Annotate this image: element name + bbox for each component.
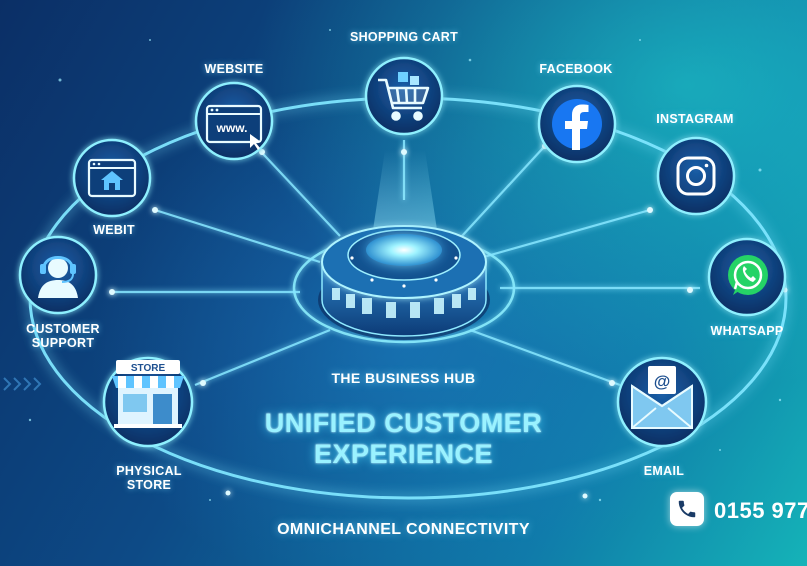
chevron-arrows-icon [3, 377, 42, 391]
label-physical-store-line1: PHYSICAL [116, 464, 182, 478]
browser-www-icon: www. [205, 104, 263, 150]
headline: UNIFIED CUSTOMER EXPERIENCE [0, 408, 807, 470]
facebook-icon [552, 99, 602, 150]
hub-light-beam [370, 150, 440, 250]
headline-line1: UNIFIED CUSTOMER [264, 408, 543, 438]
label-webit: WEBIT [93, 223, 135, 237]
label-customer-support-line2: SUPPORT [31, 336, 95, 350]
instagram-node[interactable] [656, 136, 736, 216]
website-node[interactable]: www. [194, 81, 274, 161]
label-shopping-cart: SHOPPING CART [349, 30, 459, 44]
instagram-icon [676, 156, 716, 196]
business-hub-icon [318, 225, 490, 340]
connector-lines [110, 134, 700, 387]
physical-store-node[interactable]: STORE [102, 356, 194, 448]
phone-number[interactable]: 0155 977 [714, 498, 807, 523]
headline-line2: EXPERIENCE [313, 439, 494, 469]
shopping-cart-node[interactable] [364, 56, 444, 136]
connector-nodes [109, 143, 788, 499]
label-website: WEBSITE [204, 62, 264, 76]
label-email: EMAIL [643, 464, 685, 478]
home-page-icon [87, 158, 137, 198]
phone-glyph [678, 500, 696, 518]
shopping-cart-icon [378, 72, 430, 121]
envelope-icon: @ [631, 366, 693, 429]
hub-label: THE BUSINESS HUB [331, 370, 476, 386]
store-sign-text: STORE [131, 363, 166, 374]
label-facebook: FACEBOOK [539, 62, 613, 76]
label-physical-store: PHYSICAL STORE [99, 464, 199, 492]
label-whatsapp: WHATSAPP [710, 324, 784, 338]
www-text: www. [216, 121, 248, 135]
headset-agent-icon [38, 256, 78, 298]
customer-support-node[interactable] [18, 235, 98, 315]
whatsapp-node[interactable] [707, 237, 787, 317]
label-physical-store-line2: STORE [126, 478, 172, 492]
sparkles [28, 29, 782, 502]
email-node[interactable]: @ [616, 356, 708, 448]
at-sign-text: @ [654, 372, 671, 391]
label-instagram: INSTAGRAM [656, 112, 734, 126]
facebook-node[interactable] [537, 84, 617, 164]
webit-node[interactable] [72, 138, 152, 218]
label-customer-support-line1: CUSTOMER [26, 322, 100, 336]
footer-tagline: OMNICHANNEL CONNECTIVITY [277, 521, 530, 538]
whatsapp-icon [728, 255, 768, 295]
phone-icon[interactable] [670, 492, 704, 526]
storefront-icon: STORE [112, 360, 184, 428]
label-customer-support: CUSTOMER SUPPORT [13, 322, 113, 350]
